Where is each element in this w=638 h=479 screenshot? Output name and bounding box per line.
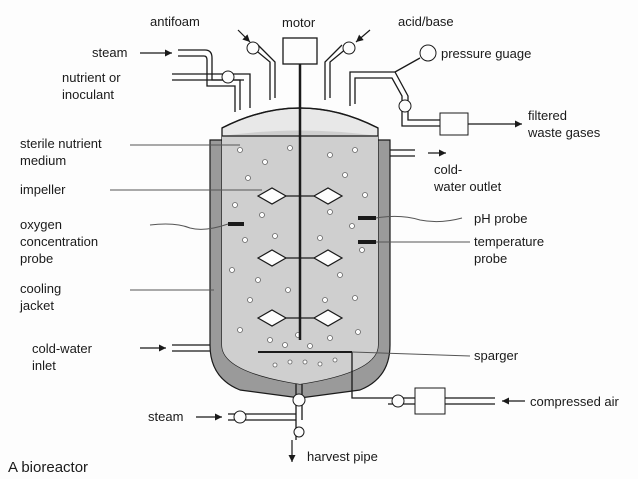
label-sterile-1: sterile nutrient <box>20 136 102 151</box>
label-temperature-2: probe <box>474 251 507 266</box>
label-ph-probe: pH probe <box>474 211 527 226</box>
label-antifoam: antifoam <box>150 14 200 29</box>
label-oxygen-2: concentration <box>20 234 98 249</box>
label-cold-outlet-2: water outlet <box>433 179 502 194</box>
label-steam-top: steam <box>92 45 127 60</box>
label-oxygen-3: probe <box>20 251 53 266</box>
label-nutrient-2: inoculant <box>62 87 114 102</box>
label-harvest-pipe: harvest pipe <box>307 449 378 464</box>
nutrient-valve <box>221 70 235 84</box>
label-oxygen-1: oxygen <box>20 217 62 232</box>
label-filtered-1: filtered <box>528 108 567 123</box>
label-filtered-2: waste gases <box>527 125 601 140</box>
steam-bottom-valve <box>233 410 247 424</box>
caption: A bioreactor <box>8 459 88 476</box>
temperature-probe <box>358 240 376 244</box>
oxygen-probe <box>228 222 244 226</box>
label-steam-bottom: steam <box>148 409 183 424</box>
label-cold-outlet-1: cold- <box>434 162 462 177</box>
antifoam-valve <box>246 41 260 55</box>
air-filter <box>414 387 446 415</box>
harvest-valve <box>292 393 306 407</box>
acid-base-valve <box>342 41 356 55</box>
leader-lines <box>110 144 471 357</box>
label-acid-base: acid/base <box>398 14 454 29</box>
sparger-pipe <box>258 351 388 399</box>
top-pipes <box>140 29 522 136</box>
label-sparger: sparger <box>474 348 519 363</box>
ph-probe <box>358 216 376 220</box>
label-cold-inlet-2: inlet <box>32 358 56 373</box>
air-bubbles <box>229 145 368 368</box>
label-cooling-1: cooling <box>20 281 61 296</box>
motor-assembly <box>282 37 318 340</box>
label-motor: motor <box>282 15 316 30</box>
label-sterile-2: medium <box>20 153 66 168</box>
label-compressed-air: compressed air <box>530 394 620 409</box>
label-nutrient-1: nutrient or <box>62 70 121 85</box>
exhaust-filter <box>439 112 469 136</box>
impellers <box>256 187 344 327</box>
label-pressure-gauge: pressure guage <box>441 46 531 61</box>
exhaust-valve <box>398 99 412 113</box>
label-cooling-2: jacket <box>19 298 54 313</box>
air-valve <box>391 394 405 408</box>
label-impeller: impeller <box>20 182 66 197</box>
bottom-pipes <box>196 384 306 462</box>
pressure-gauge <box>419 44 437 62</box>
label-temperature-1: temperature <box>474 234 544 249</box>
label-cold-inlet-1: cold-water <box>32 341 93 356</box>
motor-box <box>282 37 318 65</box>
